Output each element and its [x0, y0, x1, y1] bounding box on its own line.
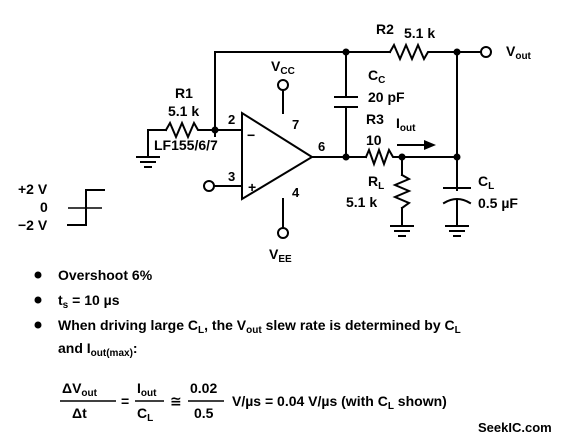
formula-denominator-value: 0.5: [194, 405, 214, 421]
r3-value: 10: [366, 132, 382, 148]
junction-top-cc: [342, 48, 350, 56]
pin2-label: 2: [228, 112, 235, 127]
vcc-label: VCC: [271, 58, 295, 77]
r2-label: R2: [376, 21, 394, 37]
note-settling-time: ts = 10 µs: [58, 292, 120, 311]
vee-label: VEE: [269, 246, 292, 265]
formula-equals: =: [121, 393, 129, 409]
noninverting-input-sign: +: [248, 179, 256, 195]
formula-approx: ≅: [170, 393, 182, 409]
slew-rate-formula: ΔVout Δt = Iout CL ≅ 0.02 0.5 V/µs = 0.0…: [60, 380, 447, 424]
vout-terminal: [480, 46, 492, 58]
r1-resistor: [164, 120, 201, 140]
pin4-label: 4: [292, 185, 300, 200]
pin3-label: 3: [228, 169, 235, 184]
pin7-label: 7: [292, 117, 299, 132]
junction-rl: [398, 153, 406, 161]
cl-capacitor-plate-bottom: [442, 198, 472, 205]
formula-numerator-iout: Iout: [137, 380, 157, 399]
r1-value: 5.1 k: [168, 103, 199, 119]
vout-label: Vout: [506, 43, 532, 62]
bullet-icon: [34, 321, 42, 329]
formula-result: V/µs = 0.04 V/µs (with CL shown): [232, 393, 447, 412]
watermark: SeekIC.com: [478, 420, 552, 435]
junction-pin2: [211, 126, 219, 134]
step-minus-label: −2 V: [18, 217, 48, 233]
inverting-input-sign: −: [247, 127, 255, 143]
ic-name-label: LF155/6/7: [154, 137, 218, 153]
ground-symbol-r1: [136, 156, 160, 168]
r1-input-wire: [147, 129, 243, 158]
r1-label: R1: [175, 85, 193, 101]
junction-output: [453, 153, 461, 161]
note-overshoot: Overshoot 6%: [58, 267, 153, 283]
r2-value: 5.1 k: [404, 25, 435, 41]
formula-denominator-dt: Δt: [72, 405, 87, 421]
bullet-icon: [34, 296, 42, 304]
feedback-wire: [214, 51, 391, 137]
note-slew-rate-line1: When driving large CL, the Vout slew rat…: [58, 317, 461, 336]
note-slew-rate-line2: and Iout(max):: [58, 340, 138, 359]
bullet-icon: [34, 271, 42, 279]
cl-label: CL: [478, 173, 494, 192]
iout-label: Iout: [396, 115, 416, 134]
step-plus-label: +2 V: [18, 181, 48, 197]
step-waveform-icon: [67, 189, 105, 226]
pin6-label: 6: [318, 139, 325, 154]
vcc-terminal: [277, 79, 289, 91]
current-arrow-icon: [397, 140, 436, 150]
ground-symbol-cl: [445, 225, 469, 237]
junction-pin6: [342, 153, 350, 161]
r3-resistor: [364, 147, 397, 167]
cc-label: CC: [368, 67, 385, 86]
r2-resistor: [388, 42, 433, 62]
rl-resistor: [392, 173, 412, 210]
vee-terminal: [277, 227, 289, 239]
formula-numerator-value: 0.02: [190, 380, 217, 396]
cc-value: 20 pF: [368, 89, 405, 105]
rl-label: RL: [368, 173, 384, 192]
pin3-terminal: [203, 180, 215, 192]
op-amp-triangle: [241, 111, 314, 201]
r3-label: R3: [366, 111, 384, 127]
cl-value: 0.5 µF: [478, 195, 518, 211]
rl-value: 5.1 k: [346, 194, 377, 210]
step-zero-label: 0: [40, 199, 48, 215]
junction-top-out: [453, 48, 461, 56]
ground-symbol-rl: [390, 225, 414, 237]
formula-numerator-dv: ΔVout: [62, 380, 98, 399]
formula-denominator-cl: CL: [137, 405, 153, 424]
